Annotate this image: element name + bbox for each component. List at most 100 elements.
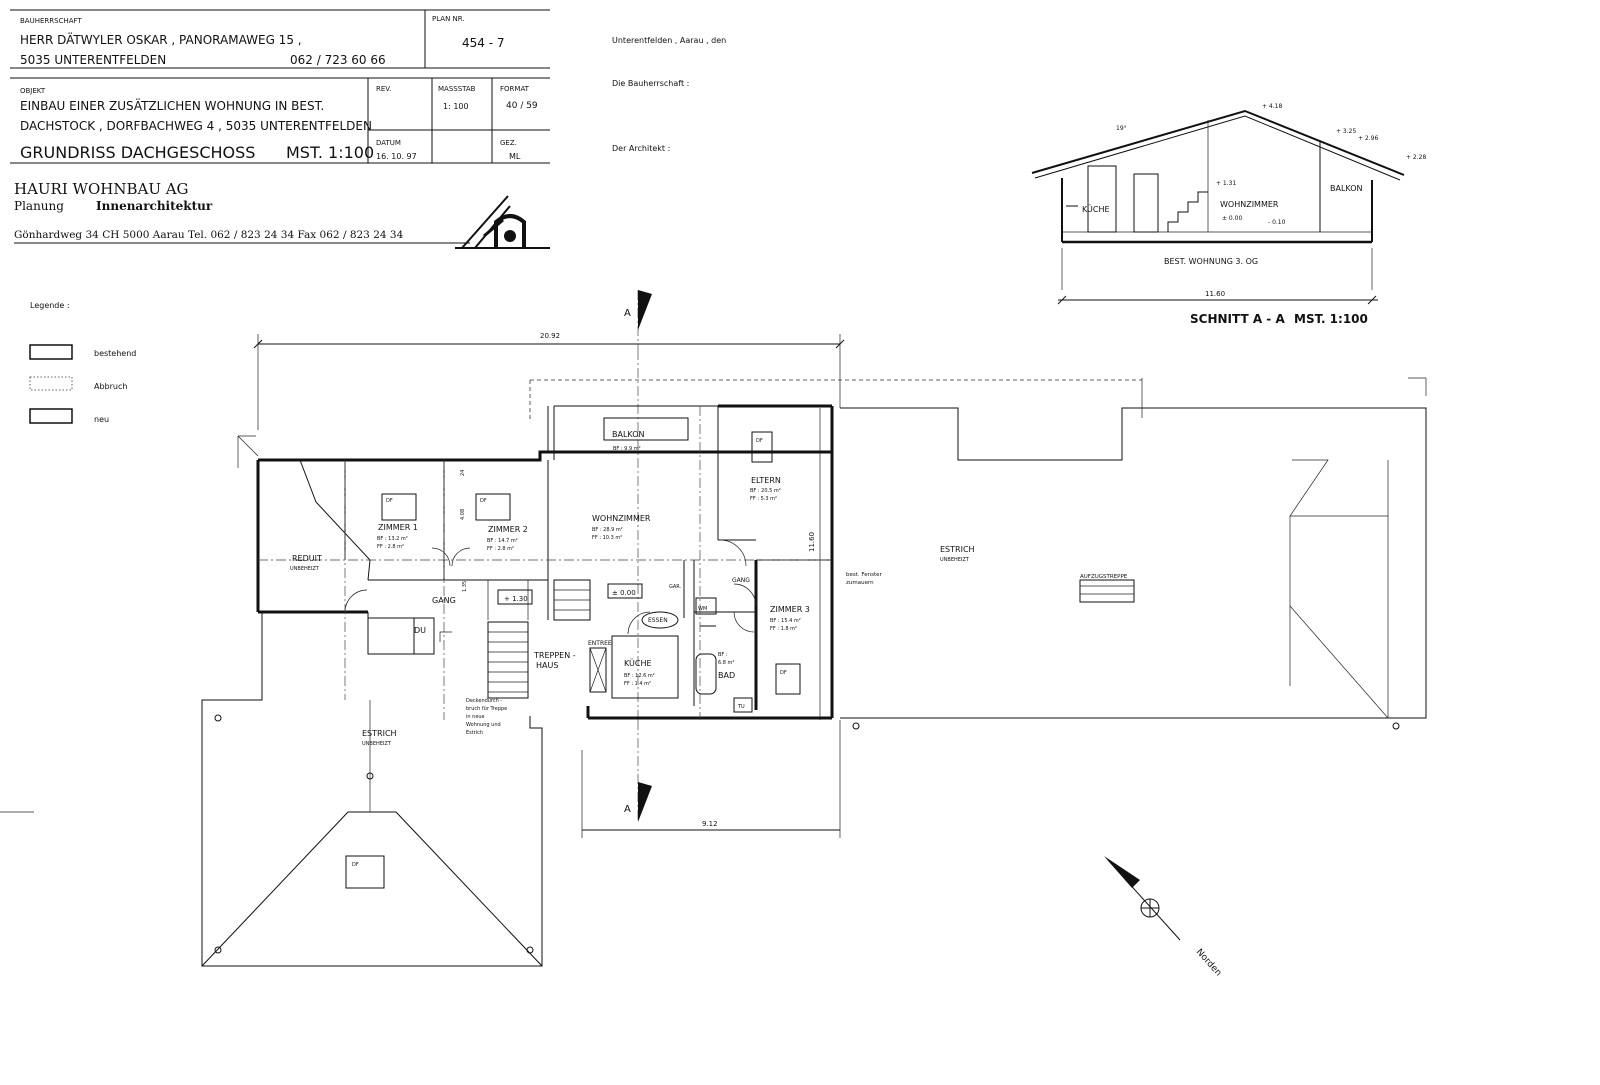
- section-level-2-96: + 2.96: [1358, 135, 1378, 142]
- section-room-wohnzimmer: WOHNZIMMER: [1220, 200, 1279, 209]
- section-level-top: + 4.18: [1262, 103, 1282, 110]
- skylight-zimmer3: [775, 663, 801, 695]
- room-wohnzimmer-bf: BF : 28.9 m²: [592, 527, 623, 533]
- title-block: BAUHERRSCHAFT HERR DÄTWYLER OSKAR , PANO…: [10, 9, 550, 164]
- skylight-zimmer2-label: DF: [480, 498, 487, 504]
- room-gang-name: GANG: [432, 596, 456, 605]
- company-logo: [455, 195, 550, 249]
- room-kueche-name: KÜCHE: [624, 658, 652, 668]
- misc-labels: + 1.30 ± 0.00 GAR. ESSEN ENTREE WM TU be…: [460, 470, 883, 736]
- drawing-title: GRUNDRISS DACHGESCHOSS: [20, 143, 255, 162]
- room-zimmer1-ff: FF : 2.8 m²: [377, 544, 404, 550]
- room-balkon-area: BF : 9.9 m²: [613, 446, 641, 452]
- room-wohnzimmer-name: WOHNZIMMER: [592, 514, 651, 523]
- owner-phone: 062 / 723 60 66: [290, 53, 386, 67]
- format-label: FORMAT: [500, 85, 530, 93]
- section-drawing: KÜCHE WOHNZIMMER BALKON 19° + 4.18 + 3.2…: [1031, 103, 1426, 326]
- room-treppenhaus-line1: TREPPEN -: [533, 651, 576, 660]
- level-1-30: + 1.30: [504, 595, 528, 603]
- room-kueche-ff: FF : 1.4 m²: [624, 681, 651, 687]
- room-bad-bf: BF :: [718, 652, 728, 658]
- room-reduit-name: REDUIT: [292, 554, 322, 563]
- label-wm: WM: [698, 606, 707, 612]
- dining-table: [641, 611, 679, 629]
- aufzugstreppe-label: AUFZUGSTREPPE: [1080, 574, 1128, 580]
- room-zimmer3-name: ZIMMER 3: [770, 605, 810, 614]
- massstab-value: 1: 100: [443, 102, 469, 111]
- note-decken-3: in neue: [466, 714, 485, 720]
- north-arrow: Norden: [1104, 856, 1223, 978]
- guide-lines: [258, 406, 832, 720]
- legend-label-demolition: Abbruch: [94, 382, 127, 391]
- dryer: [733, 697, 753, 713]
- room-zimmer3-ff: FF : 1.8 m²: [770, 626, 797, 632]
- section-scale: MST. 1:100: [1294, 312, 1368, 326]
- skylight-eltern: [751, 431, 773, 463]
- note-decken-1: Deckendurch -: [466, 698, 502, 704]
- estrich-right-area: AUFZUGSTREPPE: [529, 377, 1427, 730]
- dim-z1-top: 24: [460, 470, 466, 476]
- section-marker-bottom-label: A: [624, 804, 631, 815]
- shower-room: [367, 617, 435, 655]
- label-tu: TU: [737, 704, 745, 710]
- room-zimmer1-name: ZIMMER 1: [378, 523, 418, 532]
- note-decken-2: bruch für Treppe: [466, 706, 507, 712]
- skylight-balkon: [603, 417, 689, 441]
- skylight-zimmer3-label: DF: [780, 670, 787, 676]
- dim-z1-depth: 4.08: [460, 509, 466, 520]
- kitchen-counter: [611, 635, 679, 699]
- label-entree: ENTREE: [588, 640, 612, 647]
- note-fenster-2: zumauern: [846, 580, 874, 586]
- plan-dim-right: 11.60: [808, 532, 816, 552]
- room-eltern-ff: FF : 5.3 m²: [750, 496, 777, 502]
- section-stair: [1167, 191, 1208, 232]
- section-level-2-28: + 2.28: [1406, 154, 1426, 161]
- label-essen: ESSEN: [648, 617, 668, 624]
- plan-number-label: PLAN NR.: [432, 15, 465, 23]
- plan-number: 454 - 7: [462, 36, 505, 50]
- room-kueche-bf: BF : 12.6 m²: [624, 673, 655, 679]
- room-estrich-right-name: ESTRICH: [940, 545, 975, 554]
- room-bad-ff: 6.8 m²: [718, 660, 734, 666]
- object-line-1: EINBAU EINER ZUSÄTZLICHEN WOHNUNG IN BES…: [20, 98, 324, 113]
- room-zimmer3-bf: BF : 15.4 m²: [770, 618, 801, 624]
- section-width-dim: 11.60: [1205, 290, 1225, 298]
- gez-value: ML: [509, 152, 521, 161]
- room-labels: BALKON BF : 9.9 m² ELTERN BF : 20.5 m² F…: [290, 430, 975, 747]
- label-gar: GAR.: [669, 584, 682, 590]
- company-name: HAURI WOHNBAU AG: [14, 180, 189, 198]
- drawing-scale: MST. 1:100: [286, 143, 374, 162]
- roof-outline: DF: [201, 435, 543, 967]
- legend-title: Legende :: [30, 301, 70, 310]
- room-bad-name: BAD: [718, 671, 735, 680]
- skylights: DF DF DF DF: [381, 417, 801, 695]
- format-value: 40 / 59: [506, 101, 538, 111]
- room-eltern-bf: BF : 20.5 m²: [750, 488, 781, 494]
- bathtub: [695, 653, 717, 695]
- doors: [344, 539, 757, 642]
- legend-swatch-existing: [29, 344, 73, 360]
- room-du-name: DU: [414, 626, 426, 635]
- company-sub-right: Innenarchitektur: [96, 199, 213, 213]
- section-level-minus-0-10: - 0.10: [1268, 219, 1286, 226]
- section-title: SCHNITT A - A: [1190, 312, 1285, 326]
- skylight-zimmer1-label: DF: [386, 498, 393, 504]
- room-treppenhaus-line2: HAUS: [536, 661, 558, 670]
- section-level-3-25: + 3.25: [1336, 128, 1356, 135]
- legend-label-existing: bestehend: [94, 349, 136, 358]
- section-room-kueche: KÜCHE: [1082, 204, 1110, 214]
- legend-swatch-demolition: [29, 376, 73, 391]
- datum-label: DATUM: [376, 139, 401, 147]
- note-decken-5: Estrich: [466, 730, 483, 736]
- massstab-label: MASSSTAB: [438, 85, 476, 93]
- section-level-1-31: + 1.31: [1216, 180, 1236, 187]
- skylight-estrich-left: [345, 855, 385, 889]
- object-label: OBJEKT: [20, 87, 46, 95]
- datum-value: 16. 10. 97: [376, 152, 417, 161]
- room-zimmer2-name: ZIMMER 2: [488, 525, 528, 534]
- legend-swatch-new: [29, 408, 73, 424]
- company-block: HAURI WOHNBAU AG Planung Innenarchitektu…: [14, 180, 550, 249]
- rev-label: REV.: [376, 85, 391, 93]
- level-box-1-30: [497, 589, 533, 605]
